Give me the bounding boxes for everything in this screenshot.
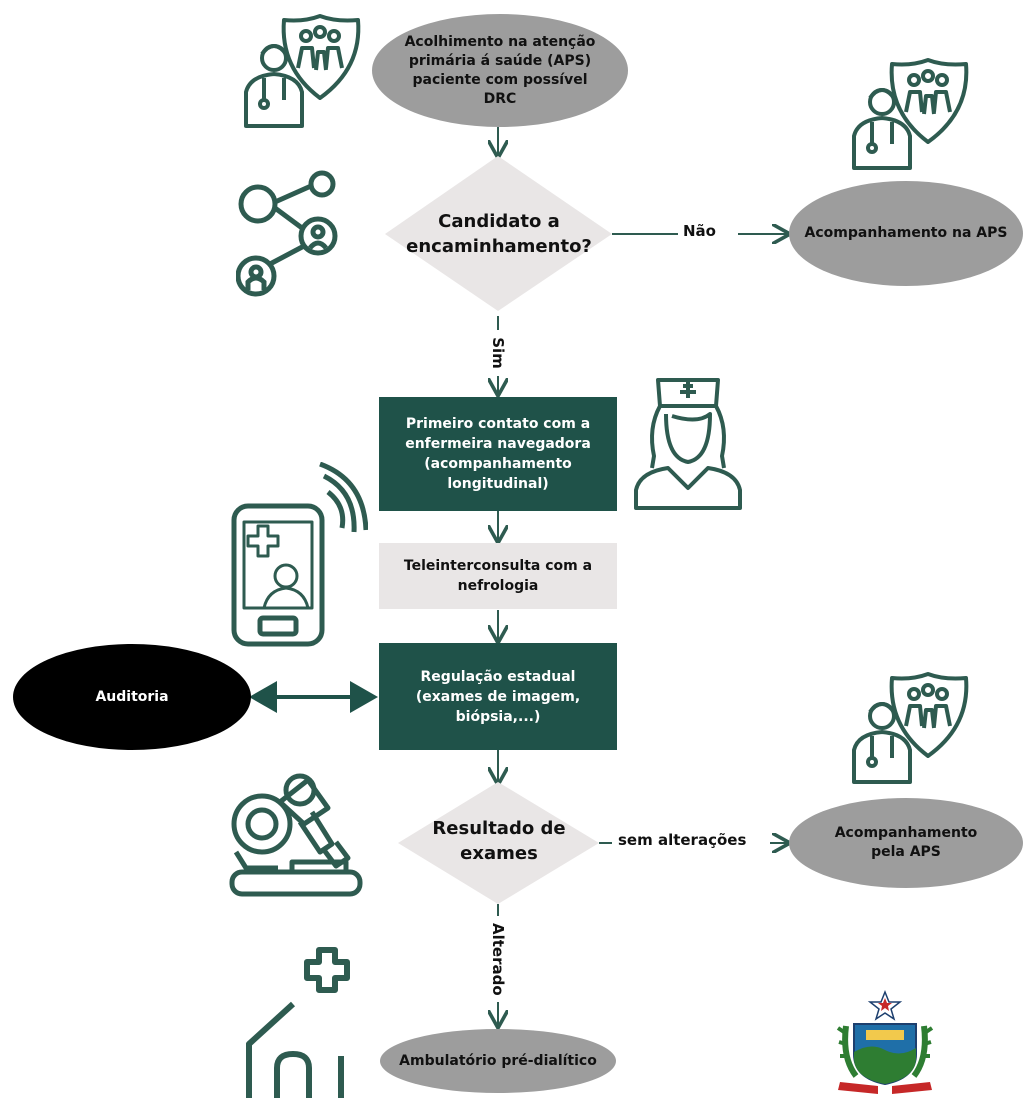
telemedicine-phone-icon [231,462,368,647]
node-candidate-label: Candidato a encaminhamento? [406,211,592,257]
node-aps-follow-2-label: Acompanhamento pela APS [834,825,978,860]
node-aps-follow-label: Acompanhamento na APS [804,225,1008,241]
node-regulation: Regulação estadual (exames de imagem, bi… [379,643,617,750]
doctor-family-shield-icon [852,672,969,784]
nurse-icon [634,378,742,510]
node-results: Resultado de exames [425,808,573,874]
diamond-results [398,782,599,904]
microscope-icon [229,773,363,897]
node-tele-label: Teleinterconsulta com a nefrologia [403,558,593,594]
node-nurse-label: Primeiro contato com a enfermeira navega… [405,416,591,492]
edge-label-no-change: sem alterações [618,831,747,849]
node-audit: Auditoria [13,644,251,750]
node-nurse: Primeiro contato com a enfermeira navega… [379,397,617,511]
node-ambulatory-label: Ambulatório pré-dialítico [399,1052,597,1069]
network-people-icon [236,170,338,297]
edge-label-no: Não [683,222,716,240]
home-health-icon [246,947,350,1098]
node-audit-label: Auditoria [95,689,169,705]
node-aps-start: Acolhimento na atenção primária á saúde … [372,14,628,127]
edge-label-altered: Alterado [489,923,507,996]
node-candidate: Candidato a encaminhamento? [406,197,592,271]
coat-of-arms-icon [836,989,934,1094]
diamond-candidate [385,156,612,311]
node-results-label: Resultado de exames [432,818,566,864]
node-tele: Teleinterconsulta com a nefrologia [379,543,617,609]
node-ambulatory: Ambulatório pré-dialítico [380,1029,616,1093]
node-aps-start-label: Acolhimento na atenção primária á saúde … [404,33,596,107]
doctor-family-shield-icon [852,58,969,170]
node-regulation-label: Regulação estadual (exames de imagem, bi… [415,668,581,725]
node-aps-follow-2: Acompanhamento pela APS [789,798,1023,888]
edge-label-yes: Sim [489,336,507,370]
doctor-family-shield-icon [244,14,361,128]
node-aps-follow: Acompanhamento na APS [789,181,1023,286]
